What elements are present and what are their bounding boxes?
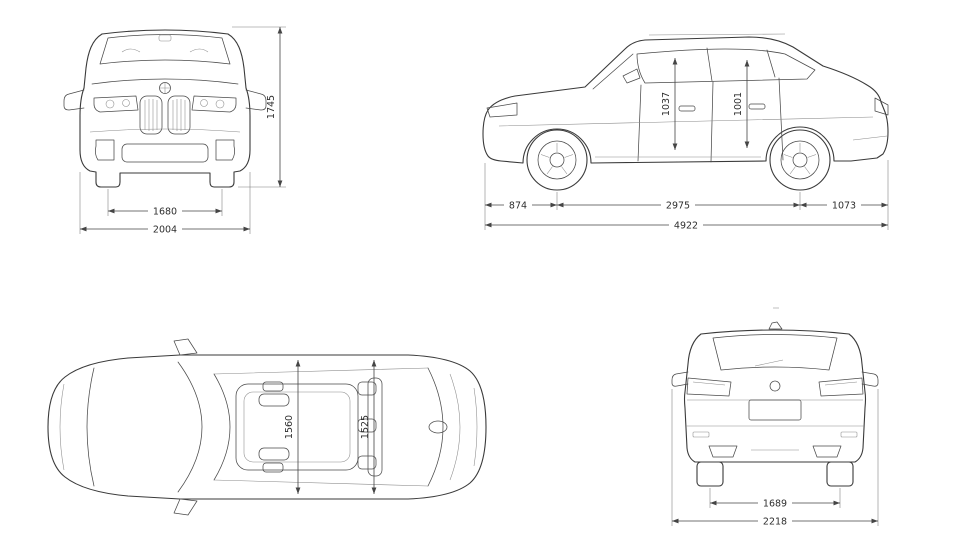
overall-width-dimension: 2218	[671, 389, 879, 528]
sunroof	[235, 383, 359, 471]
rear-view-drawing	[671, 307, 879, 487]
kidney-grille-right	[167, 95, 191, 135]
right-headlight	[191, 95, 237, 113]
rear-mirror-left	[671, 371, 689, 387]
rear-door-label: 1001	[733, 92, 744, 116]
left-headlight	[93, 95, 139, 113]
rear-door-dimension: 1001	[733, 60, 750, 148]
right-mirror	[245, 89, 267, 111]
front-view: 1745 1680 2004	[50, 8, 300, 248]
top-mirror-left	[173, 338, 198, 356]
front-wheel	[526, 129, 588, 191]
front-overhang-label: 874	[509, 201, 527, 212]
front-door-label: 1037	[661, 92, 672, 116]
rear-window	[712, 334, 838, 371]
rear-right-tire	[826, 461, 854, 487]
top-view: 1560 1525	[30, 322, 500, 537]
front-seats	[258, 381, 290, 473]
wheelbase-label: 2975	[666, 201, 690, 212]
rear-overhang-label: 1073	[832, 201, 856, 212]
rear-interior-width-label: 1525	[360, 415, 371, 439]
top-view-drawing	[47, 338, 487, 516]
track-width-label: 1680	[153, 207, 177, 218]
front-height-dimension: 1745	[232, 26, 286, 188]
rear-wheel	[769, 129, 831, 191]
height-label: 1745	[266, 95, 277, 119]
side-headlight	[486, 102, 518, 118]
rear-track-dimension: 1689	[709, 488, 841, 510]
front-view-drawing	[63, 29, 267, 188]
side-view-drawing	[482, 33, 889, 191]
front-interior-width-dimension: 1560	[284, 360, 301, 494]
length-dimensions: 874 2975 1073 4922	[484, 160, 889, 232]
overall-length-label: 4922	[674, 221, 698, 232]
side-view: 1037 1001 874 2975 1073	[455, 8, 910, 243]
rear-bench	[357, 377, 383, 477]
left-mirror	[63, 89, 85, 111]
body-width-label: 2004	[153, 225, 177, 236]
side-taillight	[874, 97, 889, 116]
side-mirror	[622, 68, 641, 84]
front-width-dimension: 2004	[79, 172, 251, 236]
overall-width-label: 2218	[763, 517, 787, 528]
right-taillight	[818, 377, 864, 397]
rear-mirror-right	[861, 371, 879, 387]
top-mirror-right	[173, 498, 198, 516]
rear-interior-width-dimension: 1525	[360, 360, 377, 494]
kidney-grille-left	[139, 95, 163, 135]
antenna-fin	[768, 321, 783, 330]
license-plate	[748, 399, 802, 421]
rear-track-label: 1689	[763, 499, 787, 510]
rear-view: 1689 2218	[655, 300, 900, 540]
bmw-roundel-rear	[769, 380, 781, 392]
front-interior-width-label: 1560	[284, 415, 295, 439]
front-door-dimension: 1037	[661, 58, 678, 150]
rear-left-tire	[696, 461, 724, 487]
left-taillight	[686, 377, 732, 397]
front-track-dimension: 1680	[107, 189, 223, 218]
